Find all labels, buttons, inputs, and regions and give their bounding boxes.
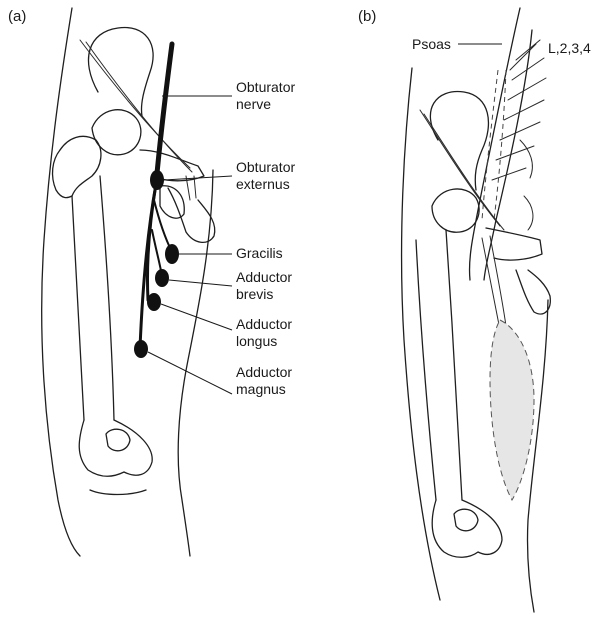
- node-obturator-externus: [150, 170, 164, 190]
- label-line: Adductor: [236, 316, 292, 333]
- label-adductor-magnus: Adductor magnus: [236, 364, 292, 398]
- psoas-tendon: [482, 236, 506, 330]
- leader-adductor-brevis: [169, 280, 232, 286]
- label-line: Adductor: [236, 269, 292, 286]
- label-line: brevis: [236, 286, 292, 303]
- obturator-foramen-a: [160, 186, 184, 218]
- obturator-nerve-trunk: [156, 44, 172, 184]
- thigh-medial-outline-b: [527, 300, 548, 612]
- greater-trochanter-a: [53, 150, 72, 198]
- leader-adductor-magnus: [148, 352, 232, 394]
- label-line: magnus: [236, 381, 292, 398]
- thigh-lateral-outline-a: [42, 8, 80, 556]
- femur-shaft-medial-a: [100, 176, 114, 420]
- leader-adductor-longus: [161, 304, 232, 330]
- nerve-branch-brevis: [152, 230, 162, 276]
- inguinal-ligament-a: [80, 40, 192, 172]
- ischium-b: [516, 270, 550, 314]
- ischium-a: [168, 188, 215, 242]
- label-lumbar-roots: L,2,3,4: [548, 40, 591, 57]
- label-line: Adductor: [236, 364, 292, 381]
- adductor-shaded-muscle: [490, 320, 534, 500]
- thigh-medial-outline-a: [178, 170, 213, 556]
- pubic-region-b: [486, 228, 542, 260]
- node-adductor-longus: [147, 293, 161, 311]
- femur-shaft-lateral-a: [72, 196, 84, 420]
- label-psoas: Psoas: [412, 36, 451, 53]
- label-adductor-brevis: Adductor brevis: [236, 269, 292, 303]
- label-line: Obturator: [236, 79, 295, 96]
- label-adductor-longus: Adductor longus: [236, 316, 292, 350]
- label-obturator-nerve: Obturator nerve: [236, 79, 295, 113]
- iliac-wing-a: [88, 27, 153, 116]
- iliac-wing-b: [430, 92, 488, 190]
- psoas-muscle-body: [469, 8, 532, 280]
- femoral-condyles-a: [79, 420, 152, 476]
- label-line: nerve: [236, 96, 295, 113]
- label-gracilis: Gracilis: [236, 245, 283, 262]
- knee-outline-a: [90, 490, 146, 495]
- thigh-lateral-outline-b: [402, 68, 440, 600]
- node-adductor-brevis: [155, 269, 169, 287]
- femur-shaft-lateral-b: [416, 240, 436, 500]
- label-line: Gracilis: [236, 245, 283, 262]
- node-adductor-magnus: [134, 340, 148, 358]
- panel-b-drawing: [402, 8, 551, 612]
- label-line: longus: [236, 333, 292, 350]
- psoas-fibres: [492, 40, 546, 180]
- panel-b-label: (b): [358, 8, 376, 25]
- femoral-condyles-b: [432, 500, 502, 557]
- node-gracilis: [165, 244, 179, 264]
- femoral-neck-a: [60, 136, 101, 196]
- label-obturator-externus: Obturator externus: [236, 159, 295, 193]
- lumbar-detail-b: [520, 140, 533, 230]
- label-line: externus: [236, 176, 295, 193]
- patella-b: [454, 509, 478, 531]
- patella-a: [106, 429, 130, 451]
- femur-shaft-medial-b: [446, 230, 462, 500]
- panel-a-label: (a): [8, 8, 26, 25]
- acetabulum-a: [92, 110, 141, 155]
- label-line: Obturator: [236, 159, 295, 176]
- leader-obturator-externus: [164, 176, 232, 180]
- acetabulum-b: [432, 189, 479, 232]
- panel-a-drawing: [42, 8, 232, 556]
- nerve-branch-gracilis: [154, 200, 172, 252]
